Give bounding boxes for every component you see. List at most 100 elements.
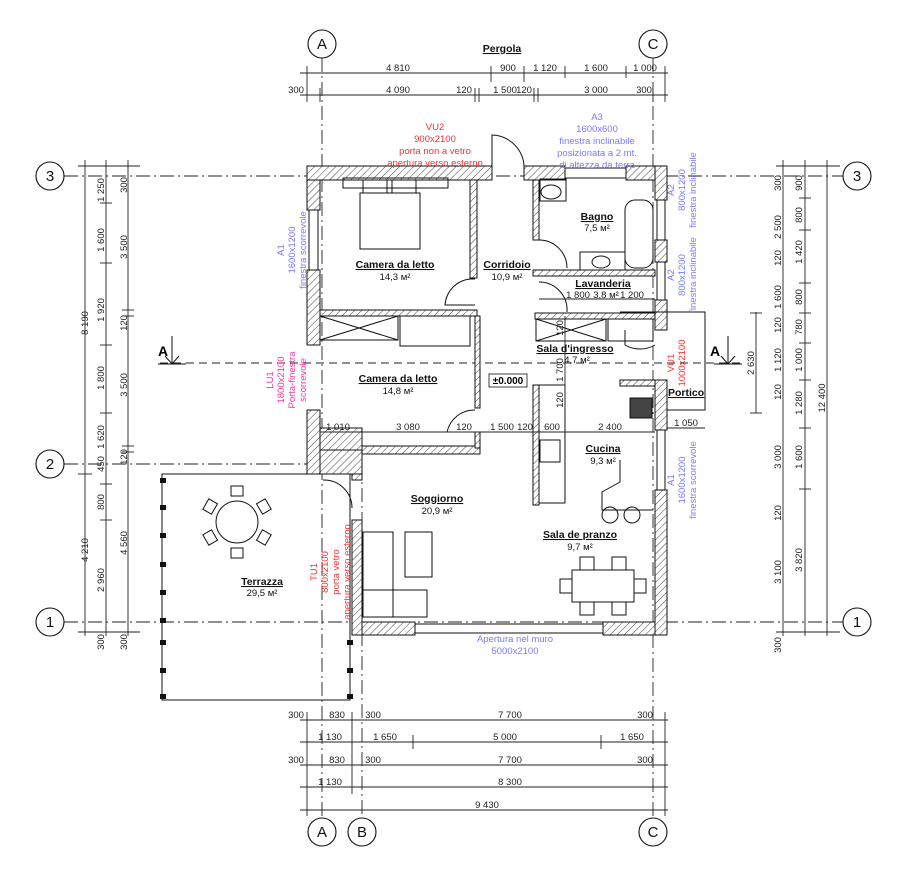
label-a3: A3 1600x600 finestra inclinabile posizio… bbox=[557, 112, 637, 171]
label: 7 700 bbox=[498, 710, 522, 721]
doors bbox=[322, 134, 706, 509]
label: 1 500 bbox=[493, 85, 517, 96]
label: 1800x2100 bbox=[276, 356, 287, 403]
label: 120 bbox=[555, 320, 566, 336]
label: 5 000 bbox=[493, 732, 517, 743]
room-kitchen: Cucina bbox=[585, 443, 620, 455]
label: 1 000 bbox=[794, 348, 805, 372]
label: 29,5 м² bbox=[247, 588, 278, 599]
label: finestra scorrevole bbox=[298, 211, 309, 289]
label: di altezza da terra bbox=[559, 160, 635, 171]
grid-bubble-1-right: 1 bbox=[842, 607, 872, 637]
label: 8 300 bbox=[498, 777, 522, 788]
label-apertura: Apertura nel muro 5000x2100 bbox=[477, 634, 553, 657]
label: 3 820 bbox=[794, 548, 805, 572]
label: A bbox=[158, 343, 168, 359]
label: A1 bbox=[276, 244, 287, 256]
grid-bubbles: A C A B C 3 2 1 3 1 bbox=[35, 29, 872, 847]
grid-bubble-3-right: 3 bbox=[842, 161, 872, 191]
label: 3,8 м² bbox=[593, 290, 619, 301]
label: posizionata a 2 mt. bbox=[557, 148, 637, 159]
label: 120 bbox=[773, 384, 784, 400]
label: 10,9 м² bbox=[492, 272, 523, 283]
label: 1 650 bbox=[373, 732, 397, 743]
label: 1 650 bbox=[620, 732, 644, 743]
label: 300 bbox=[96, 634, 107, 650]
label: 7 700 bbox=[498, 755, 522, 766]
label: 2 960 bbox=[96, 568, 107, 592]
label: 2 500 bbox=[773, 215, 784, 239]
label: 800 bbox=[96, 494, 107, 510]
label: 1 bbox=[853, 614, 861, 631]
grid-bubble-a-bottom: A bbox=[307, 817, 337, 847]
label: 300 bbox=[637, 755, 653, 766]
label: 4 210 bbox=[80, 538, 91, 562]
label: 120 bbox=[773, 505, 784, 521]
label: 830 bbox=[329, 710, 345, 721]
label-a1-left: A1 1600x1200 finestra scorrevole bbox=[276, 211, 309, 289]
label: 4 090 bbox=[386, 85, 410, 96]
label: 3 000 bbox=[773, 445, 784, 469]
room-terrace: Terrazza bbox=[241, 576, 283, 588]
label: 4 810 bbox=[386, 63, 410, 74]
label: 20,9 м² bbox=[422, 506, 453, 517]
label: 1 500 bbox=[490, 422, 514, 433]
label: 120 bbox=[119, 449, 130, 465]
label: 1600x1200 bbox=[677, 456, 688, 503]
label: A2 bbox=[666, 184, 677, 196]
room-living: Soggiorno bbox=[411, 493, 464, 505]
room-bedroom-2: Camera da letto bbox=[359, 373, 438, 385]
label: 1 250 bbox=[96, 178, 107, 202]
room-corridor: Corridoio bbox=[483, 259, 530, 271]
label-vu2: VU2 900x2100 porta non a vetro apertura … bbox=[387, 122, 483, 169]
grid-bubble-3-left: 3 bbox=[35, 161, 65, 191]
furniture bbox=[319, 177, 654, 618]
room-entrance: Sala d'ingresso bbox=[536, 343, 613, 355]
label: 1 800 bbox=[566, 290, 590, 301]
label: 800x1200 bbox=[677, 254, 688, 296]
label: 780 bbox=[794, 319, 805, 335]
label: A bbox=[317, 36, 327, 53]
label: 800 bbox=[794, 207, 805, 223]
label: 1 120 bbox=[773, 348, 784, 372]
grid-bubble-a-top: A bbox=[307, 29, 337, 59]
label: finestra scorrevole bbox=[688, 441, 699, 519]
label: 1 050 bbox=[674, 418, 698, 429]
label: 14,3 м² bbox=[380, 272, 411, 283]
grid-bubble-1-left: 1 bbox=[35, 607, 65, 637]
label: 120 bbox=[773, 317, 784, 333]
right-dimensions: 300 2 500 120 1 600 120 1 120 120 3 000 … bbox=[746, 160, 840, 653]
label: 12 400 bbox=[817, 383, 828, 412]
label: 1 420 bbox=[794, 240, 805, 264]
label: 9,3 м² bbox=[590, 456, 616, 467]
label: finestra inclinabile bbox=[688, 152, 699, 228]
level-marker: ±0.000 bbox=[493, 376, 524, 387]
label: porta non a vetro bbox=[399, 146, 471, 157]
label: 3 bbox=[46, 168, 54, 185]
label: 900 bbox=[794, 175, 805, 191]
bottom-dimensions: 300 830 300 7 700 300 1 130 1 650 5 000 … bbox=[288, 710, 668, 816]
label: finestra inclinabile bbox=[559, 136, 635, 147]
label: 1 920 bbox=[96, 298, 107, 322]
label: 2 400 bbox=[598, 422, 622, 433]
label-vu1: VU1 1000x2100 bbox=[666, 339, 688, 386]
label-lu1: LU1 1800x2100 Porta-finestra scorrevole bbox=[265, 351, 309, 409]
label: 1000x2100 bbox=[677, 339, 688, 386]
room-dining: Sala de pranzo bbox=[543, 529, 617, 541]
label: 1 600 bbox=[773, 285, 784, 309]
label: 3 bbox=[853, 168, 861, 185]
label: C bbox=[648, 36, 659, 53]
label: 4 560 bbox=[119, 531, 130, 555]
label: 1600x1200 bbox=[287, 226, 298, 273]
label: 1 280 bbox=[794, 391, 805, 415]
label: B bbox=[357, 824, 367, 841]
label: 120 bbox=[555, 392, 566, 408]
grid-lines bbox=[64, 58, 843, 818]
label: 1 800 bbox=[96, 366, 107, 390]
label: 2 bbox=[46, 456, 54, 473]
round-table bbox=[202, 485, 272, 559]
label: apertura verso esterno bbox=[387, 158, 483, 169]
label: 300 bbox=[288, 710, 304, 721]
label: 300 bbox=[636, 85, 652, 96]
label: 900 bbox=[500, 63, 516, 74]
